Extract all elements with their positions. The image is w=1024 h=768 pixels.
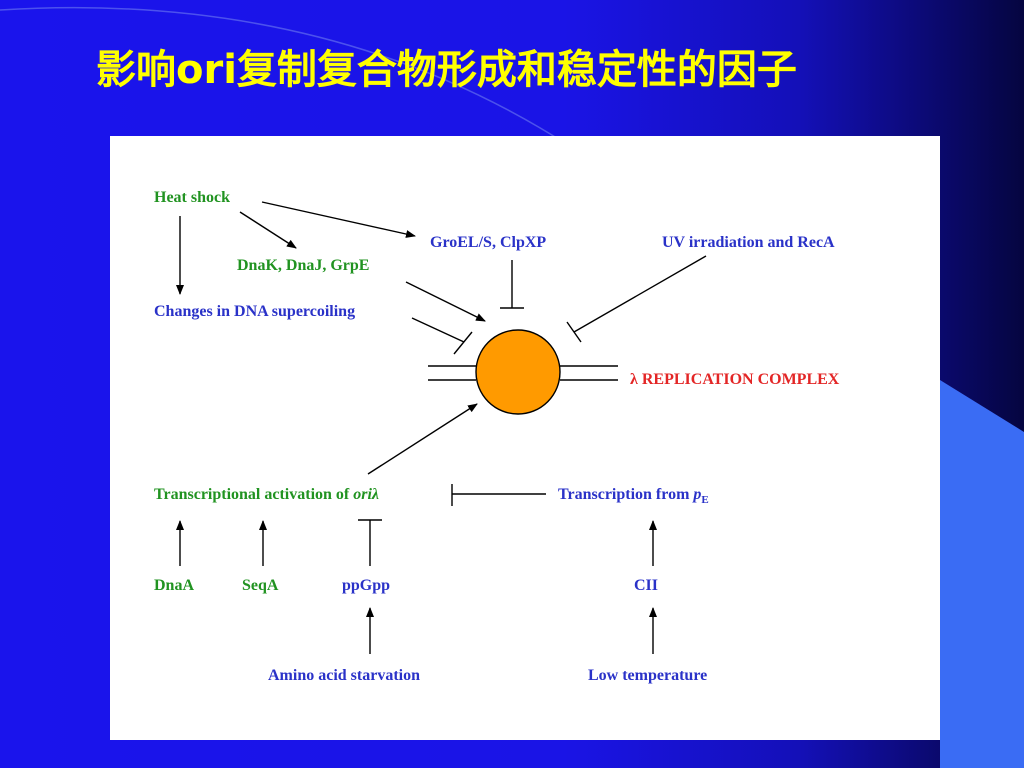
background-light-blue-shape: [940, 380, 1024, 768]
ppgpp-label: ppGpp: [342, 577, 390, 594]
background-swoosh-curve: [0, 6, 561, 141]
ori-lambda-text: oriλ: [353, 486, 379, 503]
uv-inhibition-bar: [566, 321, 582, 343]
heat-shock-label: Heat shock: [154, 189, 230, 206]
transcription-from-text: Transcription from: [558, 486, 693, 503]
slide-title: 影响ori复制复合物形成和稳定性的因子: [96, 47, 797, 93]
transcriptional-activation-to-complex-arrow: [367, 403, 478, 475]
uv-reca-label: UV irradiation and RecA: [662, 234, 835, 251]
pe-promoter-text: p: [691, 486, 701, 503]
supercoiling-inhibition-line: [411, 317, 465, 343]
replication-factors-diagram: Heat shock GroEL/S, ClpXP UV irradiation…: [154, 189, 840, 684]
heat-shock-to-dnak-arrow: [239, 211, 297, 249]
heat-shock-to-groel-arrow: [261, 201, 416, 238]
dna-supercoiling-label: Changes in DNA supercoiling: [154, 303, 355, 320]
dnaa-label: DnaA: [154, 577, 194, 594]
dnak-dnaj-grpe-label: DnaK, DnaJ, GrpE: [237, 257, 369, 274]
diagram-panel: Heat shock GroEL/S, ClpXP UV irradiation…: [110, 136, 940, 740]
supercoiling-inhibition-bar: [453, 331, 473, 355]
groel-clpxp-label: GroEL/S, ClpXP: [430, 234, 546, 251]
dnak-to-complex-arrow: [405, 281, 486, 322]
low-temperature-label: Low temperature: [588, 667, 707, 684]
replication-complex-label: λ REPLICATION COMPLEX: [630, 371, 840, 388]
transcriptional-activation-label: Transcriptional activation of oriλ: [154, 486, 379, 503]
pe-subscript-text: E: [701, 494, 708, 506]
seqa-label: SeqA: [242, 577, 279, 594]
amino-acid-starvation-label: Amino acid starvation: [268, 667, 420, 684]
uv-inhibition-line: [573, 255, 707, 333]
replication-complex-circle: [475, 329, 561, 415]
cii-label: CII: [634, 577, 658, 594]
transcriptional-activation-text: Transcriptional activation of: [154, 486, 353, 503]
transcription-from-pe-label: Transcription from pE: [558, 486, 709, 506]
